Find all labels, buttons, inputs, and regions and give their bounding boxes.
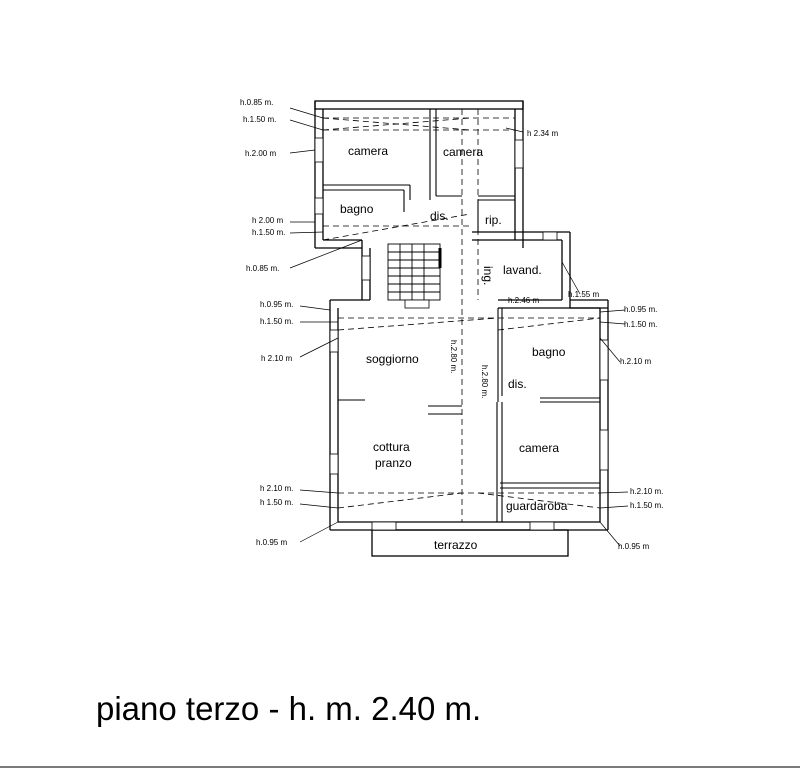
height-label: h.2.00 m [245,149,276,158]
room-label-camera-1: camera [348,144,388,158]
height-label: h.2.10 m. [630,487,663,496]
height-label: h.2.46 m [508,296,539,305]
height-label: h.2.10 m [620,357,651,366]
height-label-vertical: h.2.80 m. [449,340,458,373]
height-label: h 2.00 m [252,216,283,225]
room-label-terrazzo: terrazzo [434,538,478,552]
height-label: h 2.10 m [261,354,292,363]
staircase [387,243,442,301]
height-label: h.0.95 m. [624,305,657,314]
height-label: h.0.85 m. [246,264,279,273]
height-label: h 1.50 m. [260,498,293,507]
height-label: h.0.95 m [256,538,287,547]
room-label-dis-1: dis. [430,209,449,223]
height-label-vertical: h.2.80 m. [480,365,489,398]
roof-dashed-lines [322,109,601,522]
height-label: h 2.10 m. [260,484,293,493]
floor-caption: piano terzo - h. m. 2.40 m. [96,690,482,727]
height-label: h.0.95 m. [260,300,293,309]
room-label-bagno-1: bagno [340,202,374,216]
room-label-cottura: cottura [373,440,410,454]
room-label-soggiorno: soggiorno [366,352,419,366]
room-label-camera-3: camera [519,441,559,455]
room-label-bagno-2: bagno [532,345,566,359]
interior-walls [323,109,600,522]
bottom-border [0,766,800,768]
room-label-guardaroba: guardaroba [506,499,568,513]
room-label-dis-2: dis. [508,377,527,391]
room-label-pranzo: pranzo [375,456,412,470]
windows [314,137,609,531]
height-label: h.1.50 m. [260,317,293,326]
leader-lines [289,107,629,547]
height-label: h.1.50 m. [630,501,663,510]
height-label: h.1.50 m. [243,115,276,124]
height-label: h.1.55 m [568,290,599,299]
room-label-lavand: lavand. [503,263,542,277]
height-label: h 2.34 m [527,129,558,138]
height-label: h.0.85 m. [240,98,273,107]
height-label: h.1.50 m. [252,228,285,237]
room-label-camera-2: camera [443,145,483,159]
room-label-ing: ing. [481,266,495,285]
room-label-rip: rip. [485,213,502,227]
height-label: h.0.95 m [618,542,649,551]
height-label: h.1.50 m. [624,320,657,329]
